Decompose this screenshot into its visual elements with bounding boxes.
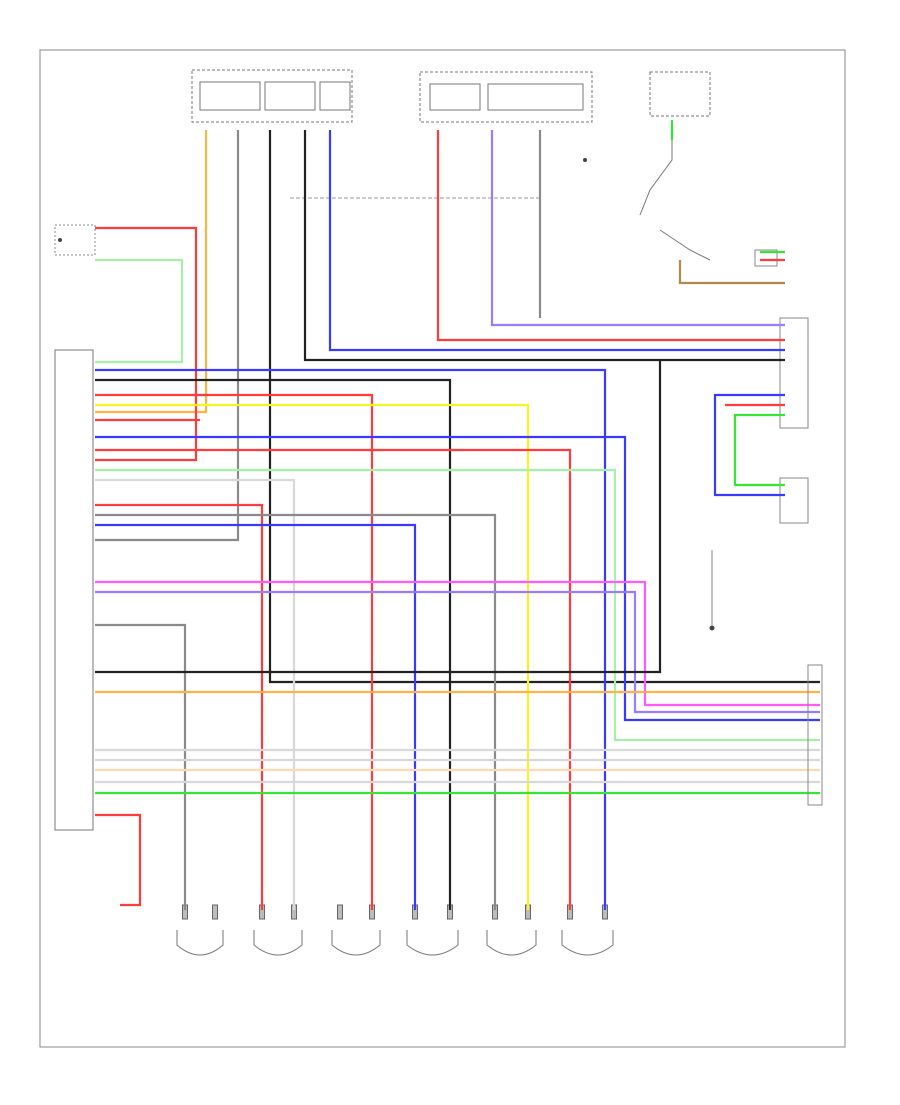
wire-top-black-1 (268, 130, 820, 684)
wire-bus-red-1 (95, 393, 374, 910)
right-top-connectors (639, 120, 809, 631)
wire-bus-yellow (95, 403, 530, 910)
right-edge-connector (807, 664, 823, 806)
wire-bus-red-5 (95, 813, 142, 907)
wheel-sensor (486, 904, 537, 956)
wheel-sensor (561, 904, 614, 956)
wire-right-tan (678, 260, 785, 285)
wheel-sensor (406, 904, 459, 956)
wire-bus-blue-1 (95, 368, 607, 910)
wire-bus-blue-2 (95, 435, 820, 722)
wire-bus-grey (95, 478, 296, 910)
wire-bus-grey-2 (95, 513, 497, 910)
wire-top-grey-1 (95, 130, 240, 542)
wire-bus-pink (95, 580, 820, 707)
wire-top-red-1 (436, 130, 785, 342)
wheel-sensor (331, 904, 381, 956)
wire-bus-red-3 (95, 448, 572, 910)
wire-bus-black-1 (95, 378, 452, 910)
wire-harness (95, 120, 820, 910)
diagram-frame (39, 49, 846, 1048)
sensor-row (176, 904, 614, 956)
wheel-sensor (176, 904, 224, 956)
wire-rc-green (733, 413, 785, 487)
wire-bus-red-4 (95, 503, 264, 910)
wire-bus-grey-3 (95, 623, 187, 910)
wire-top-blue-2 (490, 130, 785, 327)
wire-bus-green (95, 468, 820, 742)
wire-top-black-2 (303, 130, 785, 362)
left-control-module (54, 224, 96, 831)
wire-top-blue-1 (328, 130, 785, 352)
wheel-sensor (253, 904, 303, 956)
wire-bus-black-2 (95, 360, 662, 674)
wire-left-green (95, 258, 184, 364)
wire-left-red (95, 226, 198, 462)
splice-bar (290, 158, 587, 199)
wire-top-orange (95, 130, 208, 414)
top-fuse-block (191, 69, 711, 123)
wire-bus-violet (95, 590, 820, 714)
wire-rc-blue (713, 393, 785, 497)
